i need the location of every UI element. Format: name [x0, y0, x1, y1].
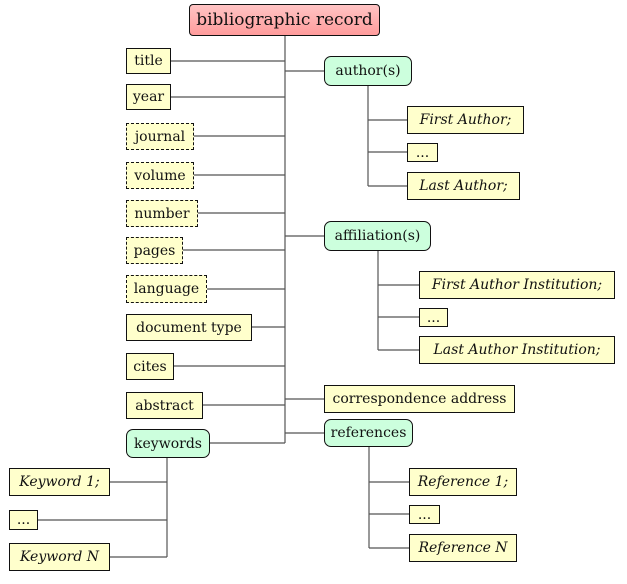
author-item-2: Last Author;	[407, 172, 520, 200]
field-journal: journal	[126, 123, 194, 150]
affiliation-item-1: ...	[419, 308, 448, 327]
field-cites: cites	[126, 353, 174, 380]
field-language: language	[126, 275, 207, 303]
affiliation-item-0: First Author Institution;	[419, 271, 615, 299]
author-item-1: ...	[407, 143, 438, 162]
field-number: number	[126, 200, 198, 227]
field-abstract: abstract	[126, 392, 203, 419]
group-authors: author(s)	[324, 56, 412, 86]
field-year: year	[126, 84, 171, 110]
reference-item-2: Reference N	[409, 534, 517, 562]
reference-item-1: ...	[409, 505, 440, 524]
field-pages: pages	[126, 237, 183, 264]
keyword-item-0: Keyword 1;	[9, 468, 110, 496]
author-item-0: First Author;	[407, 106, 524, 134]
root-node: bibliographic record	[189, 4, 380, 36]
group-keywords: keywords	[126, 429, 210, 458]
field-correspondence-address: correspondence address	[324, 385, 515, 413]
field-volume: volume	[126, 162, 194, 189]
keyword-item-2: Keyword N	[9, 543, 110, 571]
group-references: references	[324, 419, 413, 447]
field-document-type: document type	[126, 314, 252, 341]
keyword-item-1: ...	[9, 510, 38, 530]
reference-item-0: Reference 1;	[409, 468, 517, 496]
field-title: title	[126, 48, 171, 74]
affiliation-item-2: Last Author Institution;	[419, 336, 615, 364]
group-affiliations: affiliation(s)	[324, 221, 431, 251]
